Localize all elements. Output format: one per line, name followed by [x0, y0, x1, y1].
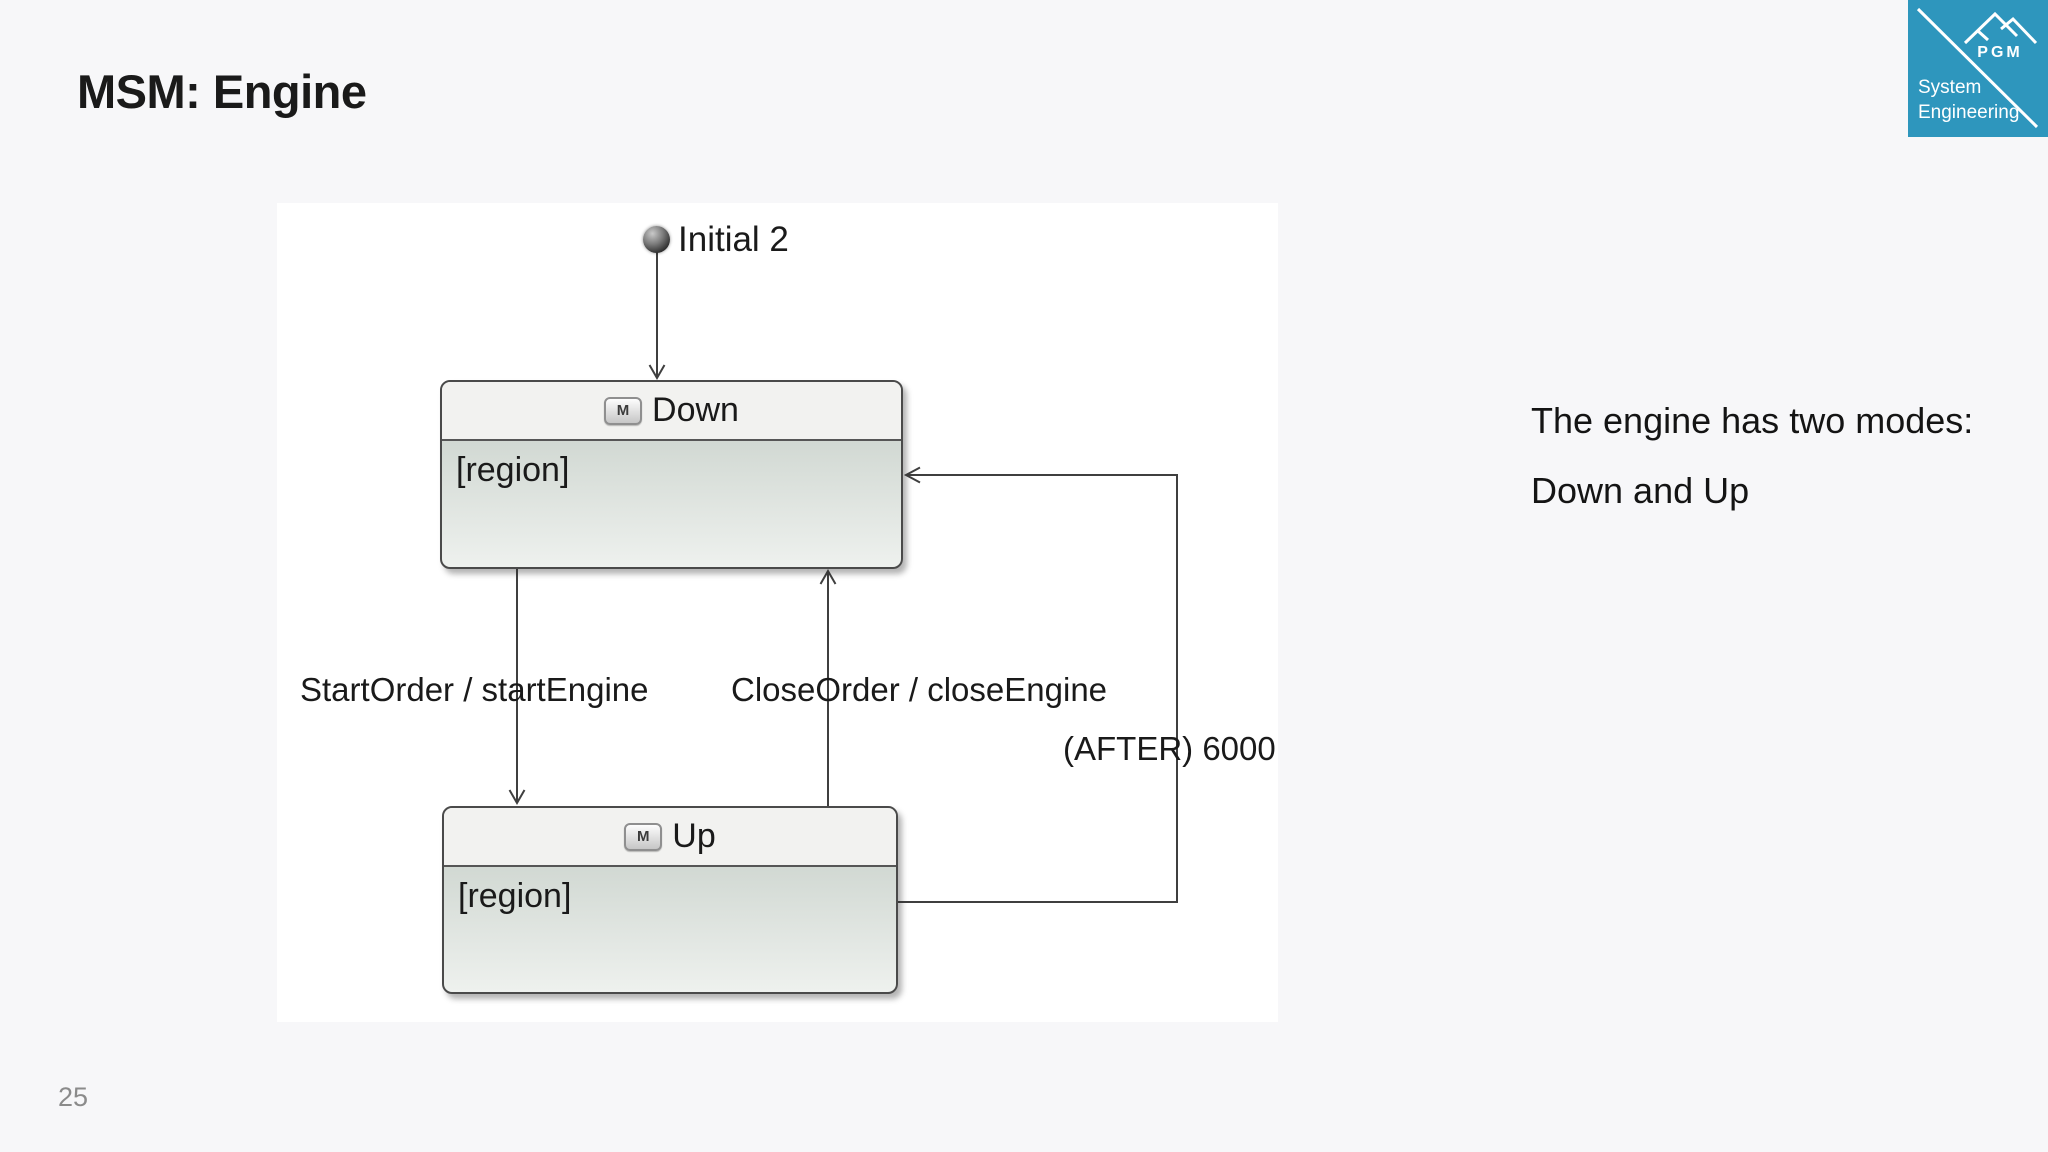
state-up: M Up [region]: [442, 806, 898, 994]
logo-subtitle-line1: System: [1918, 77, 1981, 98]
mode-icon: M: [604, 396, 643, 425]
initial-state-label: Initial 2: [678, 220, 789, 259]
side-note-line1: The engine has two modes:: [1531, 400, 1974, 441]
state-down-region-label: [region]: [456, 451, 570, 489]
state-up-header: M Up: [444, 808, 896, 867]
state-up-name: Up: [672, 817, 716, 855]
initial-state-dot: [643, 226, 670, 253]
pgm-logo: PGM System Engineering: [1908, 0, 2048, 137]
transition-label-closeorder: CloseOrder / closeEngine: [731, 671, 1108, 708]
mountain-icon: [1963, 11, 2038, 45]
state-up-region-label: [region]: [458, 877, 572, 915]
state-down-body: [region]: [442, 441, 901, 490]
page-number: 25: [58, 1082, 89, 1112]
state-down: M Down [region]: [440, 380, 903, 569]
pgm-logo-graphic: PGM System Engineering: [1908, 0, 2048, 137]
logo-diagonal-line: [1916, 7, 2039, 129]
logo-subtitle-line2: Engineering: [1918, 102, 2019, 123]
state-up-body: [region]: [444, 867, 896, 916]
transition-label-startorder: StartOrder / startEngine: [300, 671, 649, 708]
page-title: MSM: Engine: [77, 65, 367, 118]
mode-icon: M: [624, 822, 663, 851]
state-down-header: M Down: [442, 382, 901, 441]
transition-label-after-timeout: (AFTER) 6000: [1063, 730, 1276, 767]
side-note-line2: Down and Up: [1531, 470, 1750, 511]
logo-brand-text: PGM: [1977, 44, 2022, 61]
state-down-name: Down: [652, 391, 739, 429]
